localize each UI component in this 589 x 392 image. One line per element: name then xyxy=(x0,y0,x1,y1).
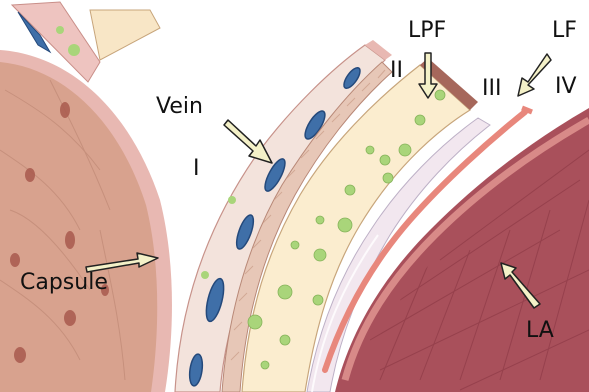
capsule-tissue xyxy=(0,50,172,392)
lpf-label: LPF xyxy=(408,20,446,42)
lf-arrow xyxy=(518,54,551,96)
vein-label: Vein xyxy=(156,96,203,118)
capsule-label: Capsule xyxy=(20,272,108,294)
layer-iv-label: IV xyxy=(555,76,577,98)
layer-iii-label: III xyxy=(482,78,501,100)
layer-ii-label: II xyxy=(390,60,403,82)
vein-arrow xyxy=(224,120,272,163)
la-label: LA xyxy=(526,320,554,342)
layer-i-label: I xyxy=(193,158,200,180)
lf-label: LF xyxy=(552,20,577,42)
